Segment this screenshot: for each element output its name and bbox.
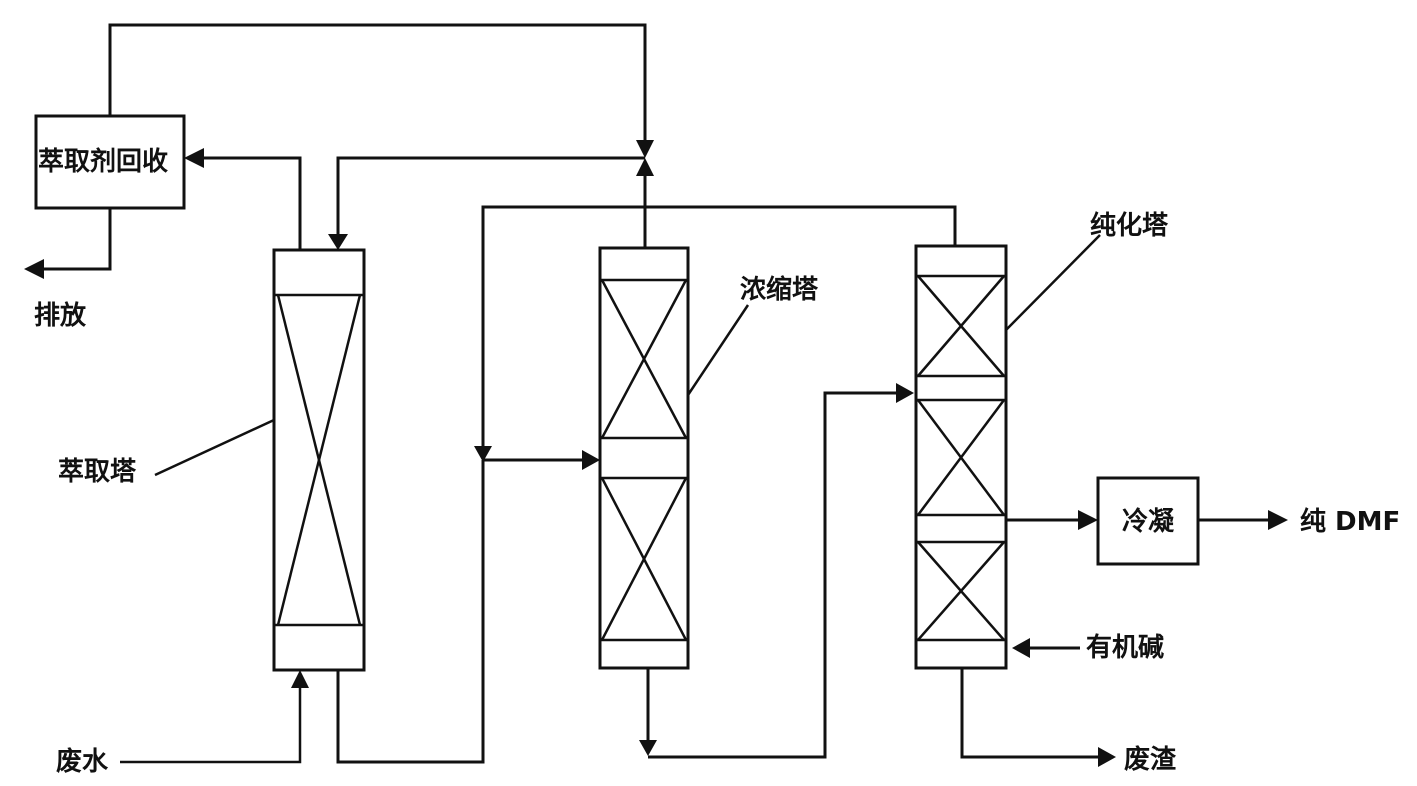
concentration-tower-label: 浓缩塔 bbox=[740, 274, 819, 305]
extractant-recovery-unit: 萃取剂回收 bbox=[34, 114, 186, 210]
concentration-tower bbox=[598, 246, 690, 670]
extractant-recovery-label: 萃取剂回收 bbox=[38, 147, 168, 177]
purification-tower bbox=[914, 244, 1008, 670]
organic-base-label: 有机碱 bbox=[1086, 633, 1164, 663]
purification-tower-label: 纯化塔 bbox=[1090, 210, 1169, 241]
piping bbox=[40, 23, 1270, 764]
extraction-tower bbox=[272, 248, 366, 672]
labels: 排放 萃取塔 浓缩塔 纯化塔 废水 有机碱 纯 DMF 废渣 bbox=[34, 210, 1400, 777]
extraction-tower-label: 萃取塔 bbox=[58, 457, 137, 487]
condenser-unit: 冷凝 bbox=[1096, 476, 1200, 566]
pure-dmf-label: 纯 DMF bbox=[1300, 506, 1400, 537]
three-way-valve bbox=[636, 140, 654, 176]
wastewater-label: 废水 bbox=[56, 746, 109, 777]
flow-arrows bbox=[24, 148, 1288, 767]
condenser-label: 冷凝 bbox=[1122, 506, 1175, 537]
discharge-label: 排放 bbox=[34, 300, 87, 331]
waste-residue-label: 废渣 bbox=[1124, 744, 1177, 775]
